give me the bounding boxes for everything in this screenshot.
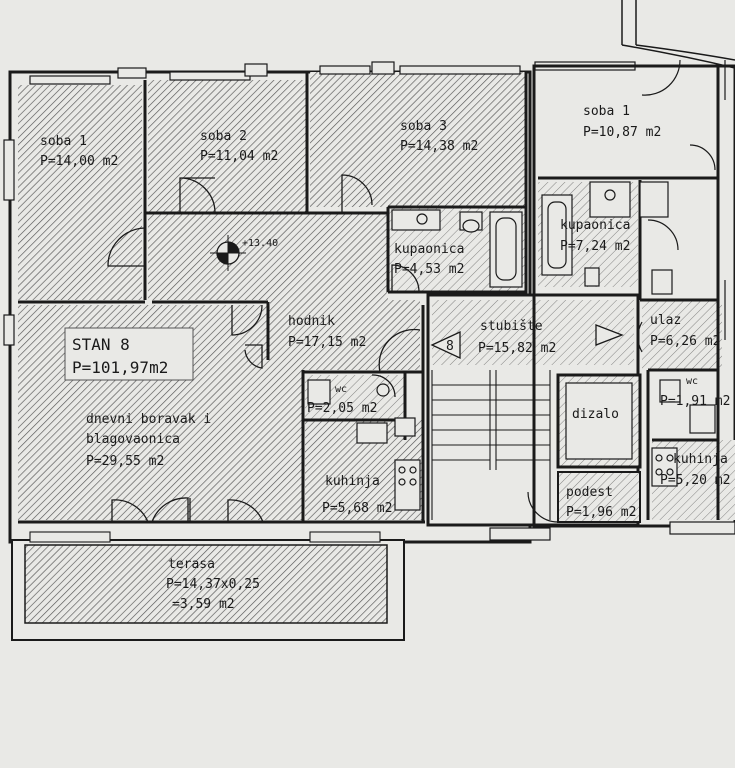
room-area-soba3: P=14,38 m2 — [400, 139, 478, 154]
room-area-soba2: P=11,04 m2 — [200, 149, 278, 164]
room-fill-hall-upper — [148, 213, 388, 300]
stair-arrow-left — [430, 330, 461, 360]
room-name-soba1-right: soba 1 — [583, 104, 630, 119]
room-name-hodnik: hodnik — [288, 314, 335, 329]
unit-area: P=101,97m2 — [72, 358, 168, 377]
windows-left — [3, 139, 15, 346]
room-fill-soba1-right — [538, 72, 718, 177]
right-window-bottom — [669, 521, 735, 535]
room-area-kuhinja-left: P=5,68 m2 — [322, 501, 392, 516]
room-area-soba1-right: P=10,87 m2 — [583, 125, 661, 140]
wc-fixtures — [307, 379, 416, 444]
terrace-door-sill-2 — [309, 531, 381, 543]
terrace-fill — [24, 544, 388, 624]
room-area-hodnik: P=17,15 m2 — [288, 335, 366, 350]
room-name-ulaz: ulaz — [650, 313, 681, 328]
right-outer-wall — [532, 64, 735, 528]
room-name-wc-right: wc — [686, 376, 698, 387]
elevator-cab — [565, 382, 633, 460]
room-area-soba1: P=14,00 m2 — [40, 154, 118, 169]
room-area-dnevni: P=29,55 m2 — [86, 454, 164, 469]
kitchen-fixtures — [394, 459, 421, 511]
stair-treads — [431, 370, 551, 520]
room-name-stubiste: stubište — [480, 319, 543, 334]
room-fill-soba3 — [310, 72, 525, 207]
level-mark-label: +13.40 — [242, 238, 278, 249]
terrace-door-sill-1 — [29, 531, 111, 543]
room-name-kuhinja-left: kuhinja — [325, 474, 380, 489]
room-name-dnevni-line2: blagovaonica — [86, 432, 180, 447]
unit-label-box — [64, 327, 194, 381]
terrace — [11, 531, 405, 641]
unit-name: STAN 8 — [72, 335, 130, 354]
right-internal-walls — [538, 66, 720, 520]
internal-walls — [18, 72, 528, 524]
room-name-soba2: soba 2 — [200, 129, 247, 144]
room-fill-soba2 — [148, 80, 306, 213]
room-name-podest: podest — [566, 485, 613, 500]
stair-arrow-right — [595, 324, 624, 346]
room-area-kupaonica-right: P=7,24 m2 — [560, 239, 630, 254]
terrace-area: =3,59 m2 — [172, 597, 235, 612]
room-area-wc-right: P=1,91 m2 — [660, 394, 730, 409]
stair-number: 8 — [446, 339, 454, 354]
terrace-formula: P=14,37x0,25 — [166, 577, 260, 592]
door-swings — [107, 174, 421, 523]
room-area-wc-left: P=2,05 m2 — [307, 401, 377, 416]
room-name-kupaonica-left: kupaonica — [394, 242, 464, 257]
room-area-podest: P=1,96 m2 — [566, 505, 636, 520]
room-name-kuhinja-right: kuhinja — [673, 452, 728, 467]
room-fill-ulaz — [642, 300, 722, 370]
terrace-name: terasa — [168, 557, 215, 572]
room-fill-soba1 — [18, 85, 142, 300]
room-area-kupaonica-left: P=4,53 m2 — [394, 262, 464, 277]
room-area-ulaz: P=6,26 m2 — [650, 334, 720, 349]
apartment-right — [532, 59, 735, 535]
bathroom-fixtures — [391, 209, 523, 288]
podest-door-swing — [527, 491, 559, 523]
room-name-soba1: soba 1 — [40, 134, 87, 149]
room-name-soba3: soba 3 — [400, 119, 447, 134]
room-area-stubiste: P=15,82 m2 — [478, 341, 556, 356]
stair-window — [489, 527, 551, 541]
level-marker — [210, 235, 246, 271]
room-name-kupaonica-right: kupaonica — [560, 218, 630, 233]
room-name-dnevni-line1: dnevni boravak i — [86, 412, 211, 427]
room-labels: soba 1 P=14,00 m2 soba 2 P=11,04 m2 soba… — [40, 104, 730, 612]
right-fixtures — [541, 59, 726, 487]
room-area-kuhinja-right: P=5,20 m2 — [660, 473, 730, 488]
room-name-dizalo: dizalo — [572, 407, 619, 422]
podest-area — [557, 471, 641, 523]
room-name-wc-left: wc — [335, 384, 347, 395]
